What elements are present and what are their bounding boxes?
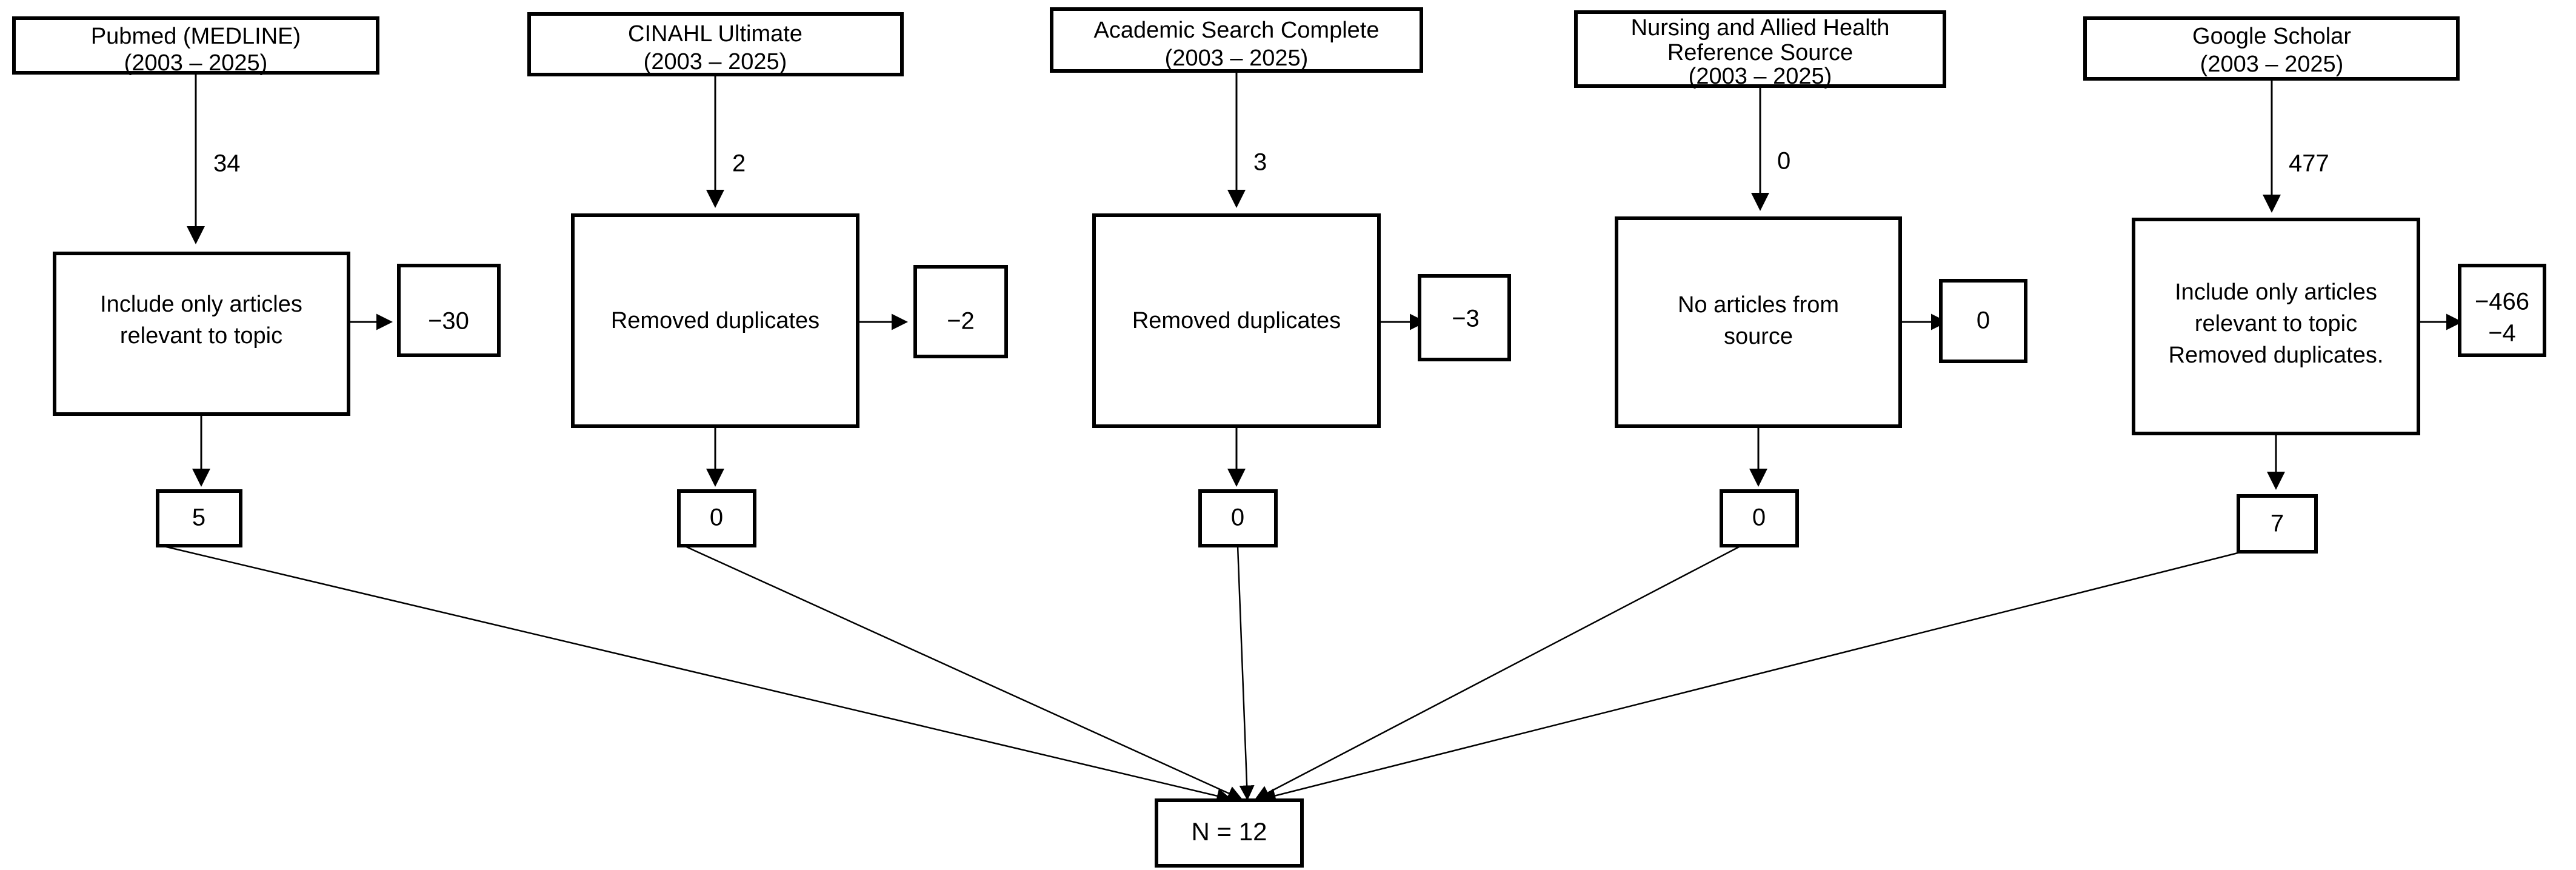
edge-label-academic-count: 3 (1253, 149, 1267, 176)
process-box-academic-line1: Removed duplicates (1132, 308, 1341, 333)
result-box-pubmed-value: 5 (192, 504, 205, 531)
process-box-nursing-allied-health[interactable] (1615, 216, 1902, 428)
source-box-academic-search-complete[interactable] (1050, 7, 1423, 73)
excluded-box-academic-value: −3 (1452, 306, 1480, 332)
column-google-scholar: Google Scholar (2003 – 2025) 477 Include… (1260, 16, 2546, 803)
source-box-google-scholar-line2: (2003 – 2025) (2200, 52, 2344, 77)
result-box-nursing-allied-health[interactable] (1720, 489, 1799, 547)
source-box-nursing-line3: (2003 – 2025) (1689, 64, 1832, 89)
process-box-google-scholar[interactable] (2132, 218, 2420, 435)
edge-label-cinahl-count: 2 (732, 150, 746, 177)
connector-academic-result-to-final (1236, 545, 1255, 801)
final-node-group: N = 12 (1155, 798, 1304, 868)
result-box-cinahl-value: 0 (710, 504, 723, 531)
process-box-academic-search-complete[interactable] (1092, 213, 1381, 428)
excluded-box-cinahl[interactable] (913, 265, 1008, 358)
excluded-box-pubmed-value: −30 (428, 308, 469, 335)
final-result-label: N = 12 (1192, 817, 1267, 846)
excluded-box-google-scholar[interactable] (2458, 264, 2546, 357)
source-box-google-scholar-line1: Google Scholar (2192, 24, 2351, 49)
process-box-nursing-line1: No articles from (1678, 292, 1839, 318)
process-box-google-line2: relevant to topic (2195, 311, 2357, 336)
result-box-nursing-value: 0 (1752, 504, 1766, 531)
excluded-box-google-line1: −466 (2475, 289, 2529, 315)
column-cinahl: CINAHL Ultimate (2003 – 2025) 2 Removed … (527, 12, 1243, 801)
source-box-cinahl-line1: CINAHL Ultimate (628, 21, 802, 47)
edge-label-nursing-count: 0 (1777, 148, 1790, 175)
result-box-google-value: 7 (2271, 510, 2284, 537)
excluded-box-academic-search-complete[interactable] (1418, 274, 1511, 361)
process-box-pubmed-line2: relevant to topic (120, 323, 282, 349)
excluded-box-pubmed[interactable] (397, 264, 501, 357)
excluded-box-google-line2: −4 (2488, 320, 2516, 347)
column-academic-search-complete: Academic Search Complete (2003 – 2025) 3… (1050, 7, 1511, 801)
connector-cinahl-result-to-final (683, 544, 1243, 801)
source-box-academic-search-complete-line1: Academic Search Complete (1094, 18, 1380, 43)
source-box-pubmed[interactable] (12, 16, 379, 75)
connector-nursing-result-to-final (1254, 544, 1742, 800)
process-box-google-line1: Include only articles (2175, 279, 2377, 305)
edge-label-google-count: 477 (2289, 150, 2329, 177)
source-box-cinahl-line2: (2003 – 2025) (644, 49, 787, 75)
source-box-academic-search-complete-line2: (2003 – 2025) (1165, 45, 1309, 71)
column-nursing-allied-health: Nursing and Allied Health Reference Sour… (1254, 10, 2027, 800)
edge-label-pubmed-count: 34 (213, 150, 241, 177)
process-box-pubmed[interactable] (53, 252, 350, 416)
process-box-nursing-line2: source (1724, 324, 1793, 349)
result-box-pubmed[interactable] (156, 489, 242, 547)
process-box-cinahl-line1: Removed duplicates (611, 308, 819, 333)
process-box-google-line3: Removed duplicates. (2169, 343, 2384, 368)
source-box-pubmed-line2: (2003 – 2025) (124, 50, 268, 76)
excluded-box-nursing-allied-health[interactable] (1939, 279, 2027, 363)
process-box-cinahl[interactable] (571, 213, 859, 428)
excluded-box-cinahl-value: −2 (947, 308, 975, 335)
source-box-nursing-line2: Reference Source (1667, 40, 1853, 65)
result-box-academic-value: 0 (1231, 504, 1244, 531)
source-box-nursing-line1: Nursing and Allied Health (1631, 15, 1890, 41)
connector-google-result-to-final (1260, 550, 2243, 803)
final-result-box[interactable] (1155, 798, 1304, 868)
excluded-box-nursing-value: 0 (1977, 307, 1990, 334)
result-box-cinahl[interactable] (677, 489, 756, 547)
source-box-pubmed-line1: Pubmed (MEDLINE) (91, 24, 301, 49)
result-box-google-scholar[interactable] (2237, 494, 2318, 554)
process-box-pubmed-line1: Include only articles (100, 292, 302, 317)
connector-pubmed-result-to-final (161, 544, 1232, 803)
column-pubmed: Pubmed (MEDLINE) (2003 – 2025) 34 Includ… (12, 16, 1232, 803)
